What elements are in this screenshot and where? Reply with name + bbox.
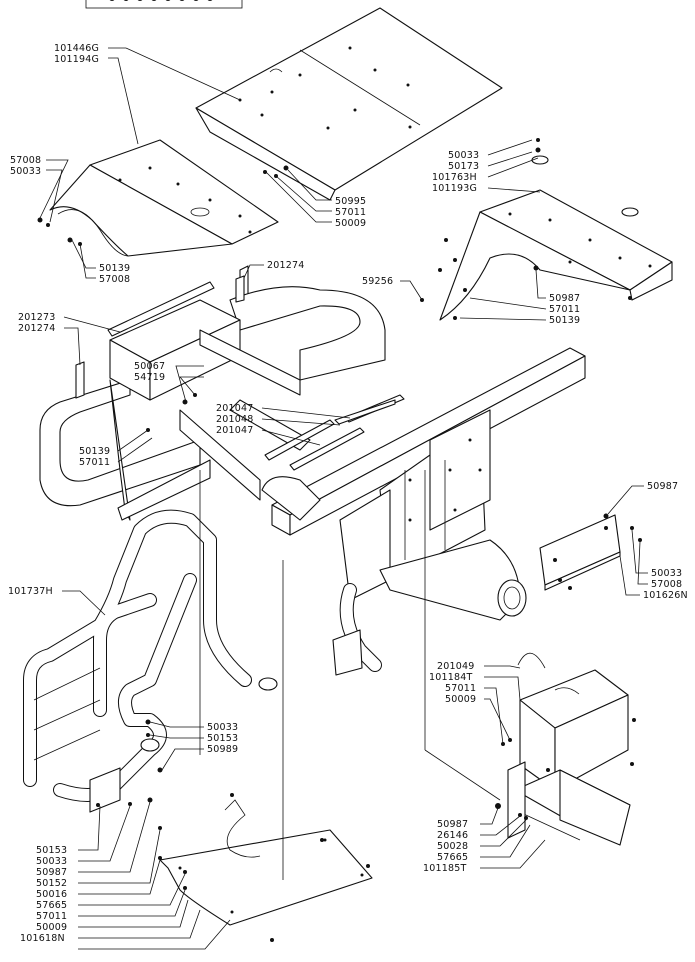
callout-50153-bumper: 50153 bbox=[207, 733, 238, 744]
callout-201048: 201048 bbox=[216, 414, 253, 425]
callout-59256: 59256 bbox=[362, 276, 393, 287]
callout-201274-left: 201274 bbox=[18, 323, 55, 334]
bottom-plate-101618N bbox=[159, 799, 373, 926]
callout-57008-left: 57008 bbox=[99, 274, 130, 285]
callout-50987-low: 50987 bbox=[36, 867, 67, 878]
callout-labels: 101446G 101194G 57008 50033 50995 57011 … bbox=[8, 43, 688, 944]
callout-101626N: 101626N bbox=[643, 590, 688, 601]
callout-101184T: 101184T bbox=[429, 672, 472, 683]
callout-50033-top: 50033 bbox=[10, 166, 41, 177]
callout-50067: 50067 bbox=[134, 361, 165, 372]
callout-57008-top: 57008 bbox=[10, 155, 41, 166]
callout-50139-right: 50139 bbox=[549, 315, 580, 326]
title-box bbox=[85, 0, 243, 9]
callout-57008-bracket: 57008 bbox=[651, 579, 682, 590]
callout-26146: 26146 bbox=[437, 830, 468, 841]
callout-57665-box: 57665 bbox=[437, 852, 468, 863]
floor-plate-101446G bbox=[195, 7, 503, 201]
callout-57011-right: 57011 bbox=[549, 304, 580, 315]
callout-50009-low: 50009 bbox=[36, 922, 67, 933]
battery-box bbox=[507, 652, 631, 846]
main-beam bbox=[261, 347, 586, 621]
callout-50033-low: 50033 bbox=[36, 856, 67, 867]
callout-50152: 50152 bbox=[36, 878, 67, 889]
callout-50033-bumper: 50033 bbox=[207, 722, 238, 733]
callout-101737H: 101737H bbox=[8, 586, 53, 597]
callout-201274-top: 201274 bbox=[267, 260, 304, 271]
callout-101618N: 101618N bbox=[20, 933, 65, 944]
callout-57011-box: 57011 bbox=[445, 683, 476, 694]
callout-101194G: 101194G bbox=[54, 54, 99, 65]
callout-50987-bracket: 50987 bbox=[647, 481, 678, 492]
bumper-tube-101737H bbox=[23, 509, 278, 813]
callout-101193G: 101193G bbox=[432, 183, 477, 194]
leader-lines bbox=[39, 47, 648, 950]
callout-57011-top: 57011 bbox=[335, 207, 366, 218]
callout-50033-bracket: 50033 bbox=[651, 568, 682, 579]
callout-101446G: 101446G bbox=[54, 43, 99, 54]
callout-50009-top: 50009 bbox=[335, 218, 366, 229]
callout-50987-right: 50987 bbox=[549, 293, 580, 304]
callout-50987-box: 50987 bbox=[437, 819, 468, 830]
callout-50028: 50028 bbox=[437, 841, 468, 852]
callout-101763H: 101763H bbox=[432, 172, 477, 183]
callout-54719: 54719 bbox=[134, 372, 165, 383]
callout-50139-mid: 50139 bbox=[79, 446, 110, 457]
callout-201273: 201273 bbox=[18, 312, 55, 323]
bracket-101626N bbox=[539, 514, 621, 591]
callout-50173: 50173 bbox=[448, 161, 479, 172]
callout-50995: 50995 bbox=[335, 196, 366, 207]
callout-50139-left: 50139 bbox=[99, 263, 130, 274]
reference-lines bbox=[199, 470, 501, 880]
callout-57011-low: 57011 bbox=[36, 911, 67, 922]
callout-201047-a: 201047 bbox=[216, 403, 253, 414]
callout-57665-low: 57665 bbox=[36, 900, 67, 911]
hardware-fasteners bbox=[37, 138, 642, 942]
callout-57011-mid: 57011 bbox=[79, 457, 110, 468]
callout-50009-box: 50009 bbox=[445, 694, 476, 705]
grab-handle-101763H bbox=[531, 114, 639, 217]
callout-50033-right: 50033 bbox=[448, 150, 479, 161]
callout-201047-b: 201047 bbox=[216, 425, 253, 436]
rear-lower-tube bbox=[332, 583, 382, 676]
callout-50989: 50989 bbox=[207, 744, 238, 755]
callout-201049: 201049 bbox=[437, 661, 474, 672]
callout-50016: 50016 bbox=[36, 889, 67, 900]
hitch-rails bbox=[75, 275, 245, 399]
callout-50153-low: 50153 bbox=[36, 845, 67, 856]
callout-101185T: 101185T bbox=[423, 863, 466, 874]
